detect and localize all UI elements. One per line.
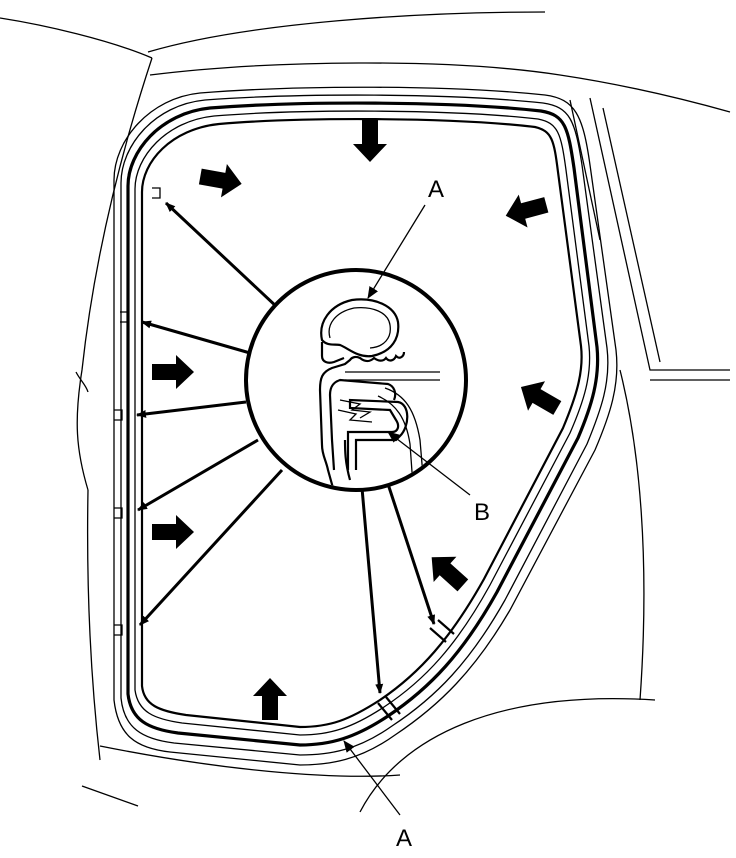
seal-label-top: A: [428, 176, 444, 203]
clip-marker-icon: [152, 187, 161, 199]
clip-marker-icon: [114, 624, 123, 636]
press-direction-arrow-icon: [198, 163, 242, 198]
press-direction-arrows: [152, 120, 562, 720]
clip-marker-icon: [120, 311, 129, 323]
press-direction-arrow-icon: [520, 381, 562, 415]
press-direction-arrow-icon: [505, 194, 549, 228]
press-direction-arrow-icon: [431, 556, 469, 592]
clip-marker-icon: [377, 696, 401, 721]
car-body-outline: [0, 11, 731, 813]
press-direction-arrow-icon: [353, 120, 387, 162]
seal-label-bottom: A: [396, 825, 412, 852]
press-direction-arrow-icon: [152, 515, 194, 549]
seal-cross-section-detail: [244, 268, 468, 492]
door-opening-frame: [113, 86, 618, 766]
clip-markers: [114, 187, 455, 721]
flange-label: B: [474, 499, 490, 526]
clip-marker-icon: [429, 619, 455, 643]
clip-marker-icon: [114, 409, 123, 421]
press-direction-arrow-icon: [253, 678, 287, 720]
press-direction-arrow-icon: [152, 355, 194, 389]
label-leaders: [343, 204, 471, 816]
pointer-lines: [136, 201, 436, 694]
clip-marker-icon: [114, 507, 123, 519]
